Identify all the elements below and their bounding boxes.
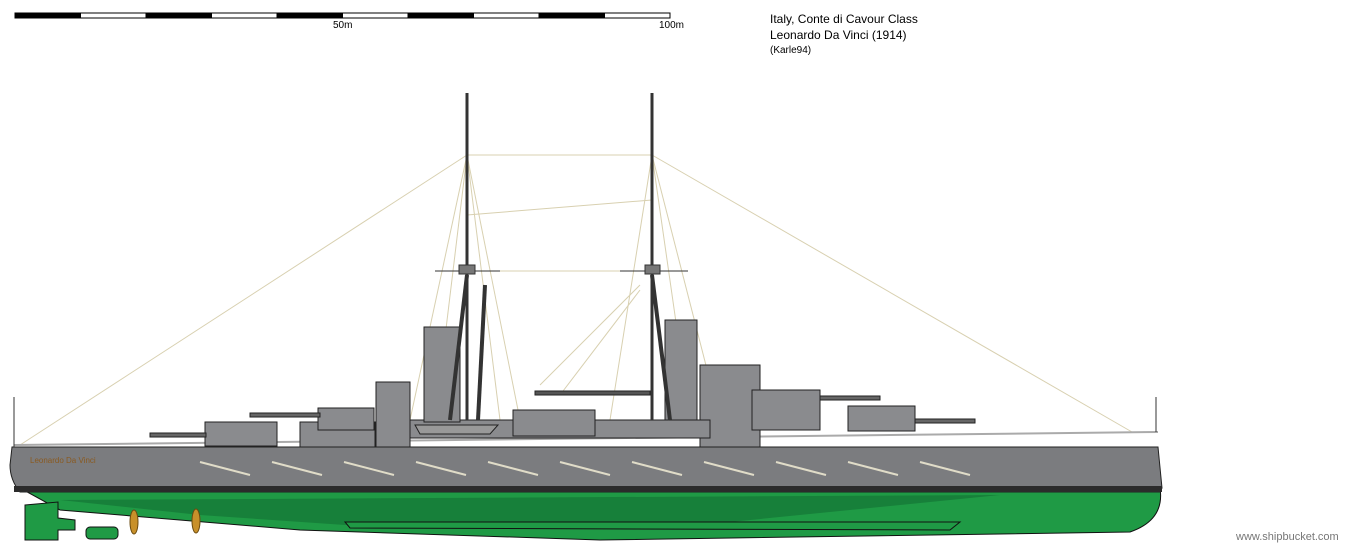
scale-segment	[211, 12, 278, 19]
scale-label-100m: 100m	[659, 20, 685, 31]
scale-segment	[276, 12, 343, 19]
watermark: www.shipbucket.com	[1236, 531, 1339, 543]
propellers	[129, 508, 201, 535]
ship-name-title: Leonardo Da Vinci (1914)	[770, 28, 907, 42]
bilge-keel	[343, 521, 962, 531]
casemate-gun-port	[847, 461, 899, 476]
boot-topping	[14, 486, 1162, 492]
main-top	[644, 264, 661, 275]
derrick	[476, 284, 487, 421]
casemate-gun-port	[343, 461, 395, 476]
masts	[13, 93, 1157, 447]
scale-segment	[538, 12, 605, 19]
scale-segment	[604, 12, 671, 19]
casemates	[199, 461, 971, 476]
casemate-gun-port	[703, 461, 755, 476]
scale-bar	[14, 12, 671, 19]
casemate-gun-port	[487, 461, 539, 476]
scale-segment	[145, 12, 212, 19]
turret-q	[512, 409, 596, 437]
casemate-gun-port	[559, 461, 611, 476]
casemate-gun-port	[271, 461, 323, 476]
casemate-gun-port	[631, 461, 683, 476]
casemate-gun-port	[775, 461, 827, 476]
superstructure	[149, 319, 976, 448]
turret-a	[204, 421, 278, 447]
turret-x	[751, 389, 821, 431]
gun-barrel	[819, 395, 881, 401]
scale-segment	[473, 12, 540, 19]
fore-top	[458, 264, 476, 275]
underwater-shade	[60, 495, 1000, 525]
scale-segment	[407, 12, 474, 19]
casemate-gun-port	[199, 461, 251, 476]
gun-barrel	[914, 418, 976, 424]
turret-y	[847, 405, 916, 432]
gun-barrel	[249, 412, 321, 418]
boat	[414, 424, 500, 435]
scale-label-50m: 50m	[333, 20, 353, 31]
ship-class-title: Italy, Conte di Cavour Class	[770, 12, 918, 26]
rudder	[24, 501, 76, 541]
hull-name-lettering: Leonardo Da Vinci	[30, 456, 96, 465]
casemate-gun-port	[415, 461, 467, 476]
skeg	[85, 526, 119, 540]
casemate-gun-port	[919, 461, 971, 476]
main-tripod-leg	[650, 274, 672, 421]
gun-barrel	[149, 432, 207, 438]
scale-segment	[80, 12, 147, 19]
aft-funnel	[664, 319, 698, 421]
rigging	[19, 154, 1133, 446]
bridge-tower	[375, 381, 411, 448]
hull	[9, 431, 1163, 541]
scale-segment	[14, 12, 81, 19]
propeller-icon	[129, 509, 139, 535]
scale-segment	[342, 12, 409, 19]
gun-barrel	[534, 390, 651, 396]
propeller-icon	[191, 508, 201, 534]
author-credit: (Karle94)	[770, 45, 812, 56]
fore-tripod-leg	[448, 274, 469, 421]
turret-b	[317, 407, 375, 431]
